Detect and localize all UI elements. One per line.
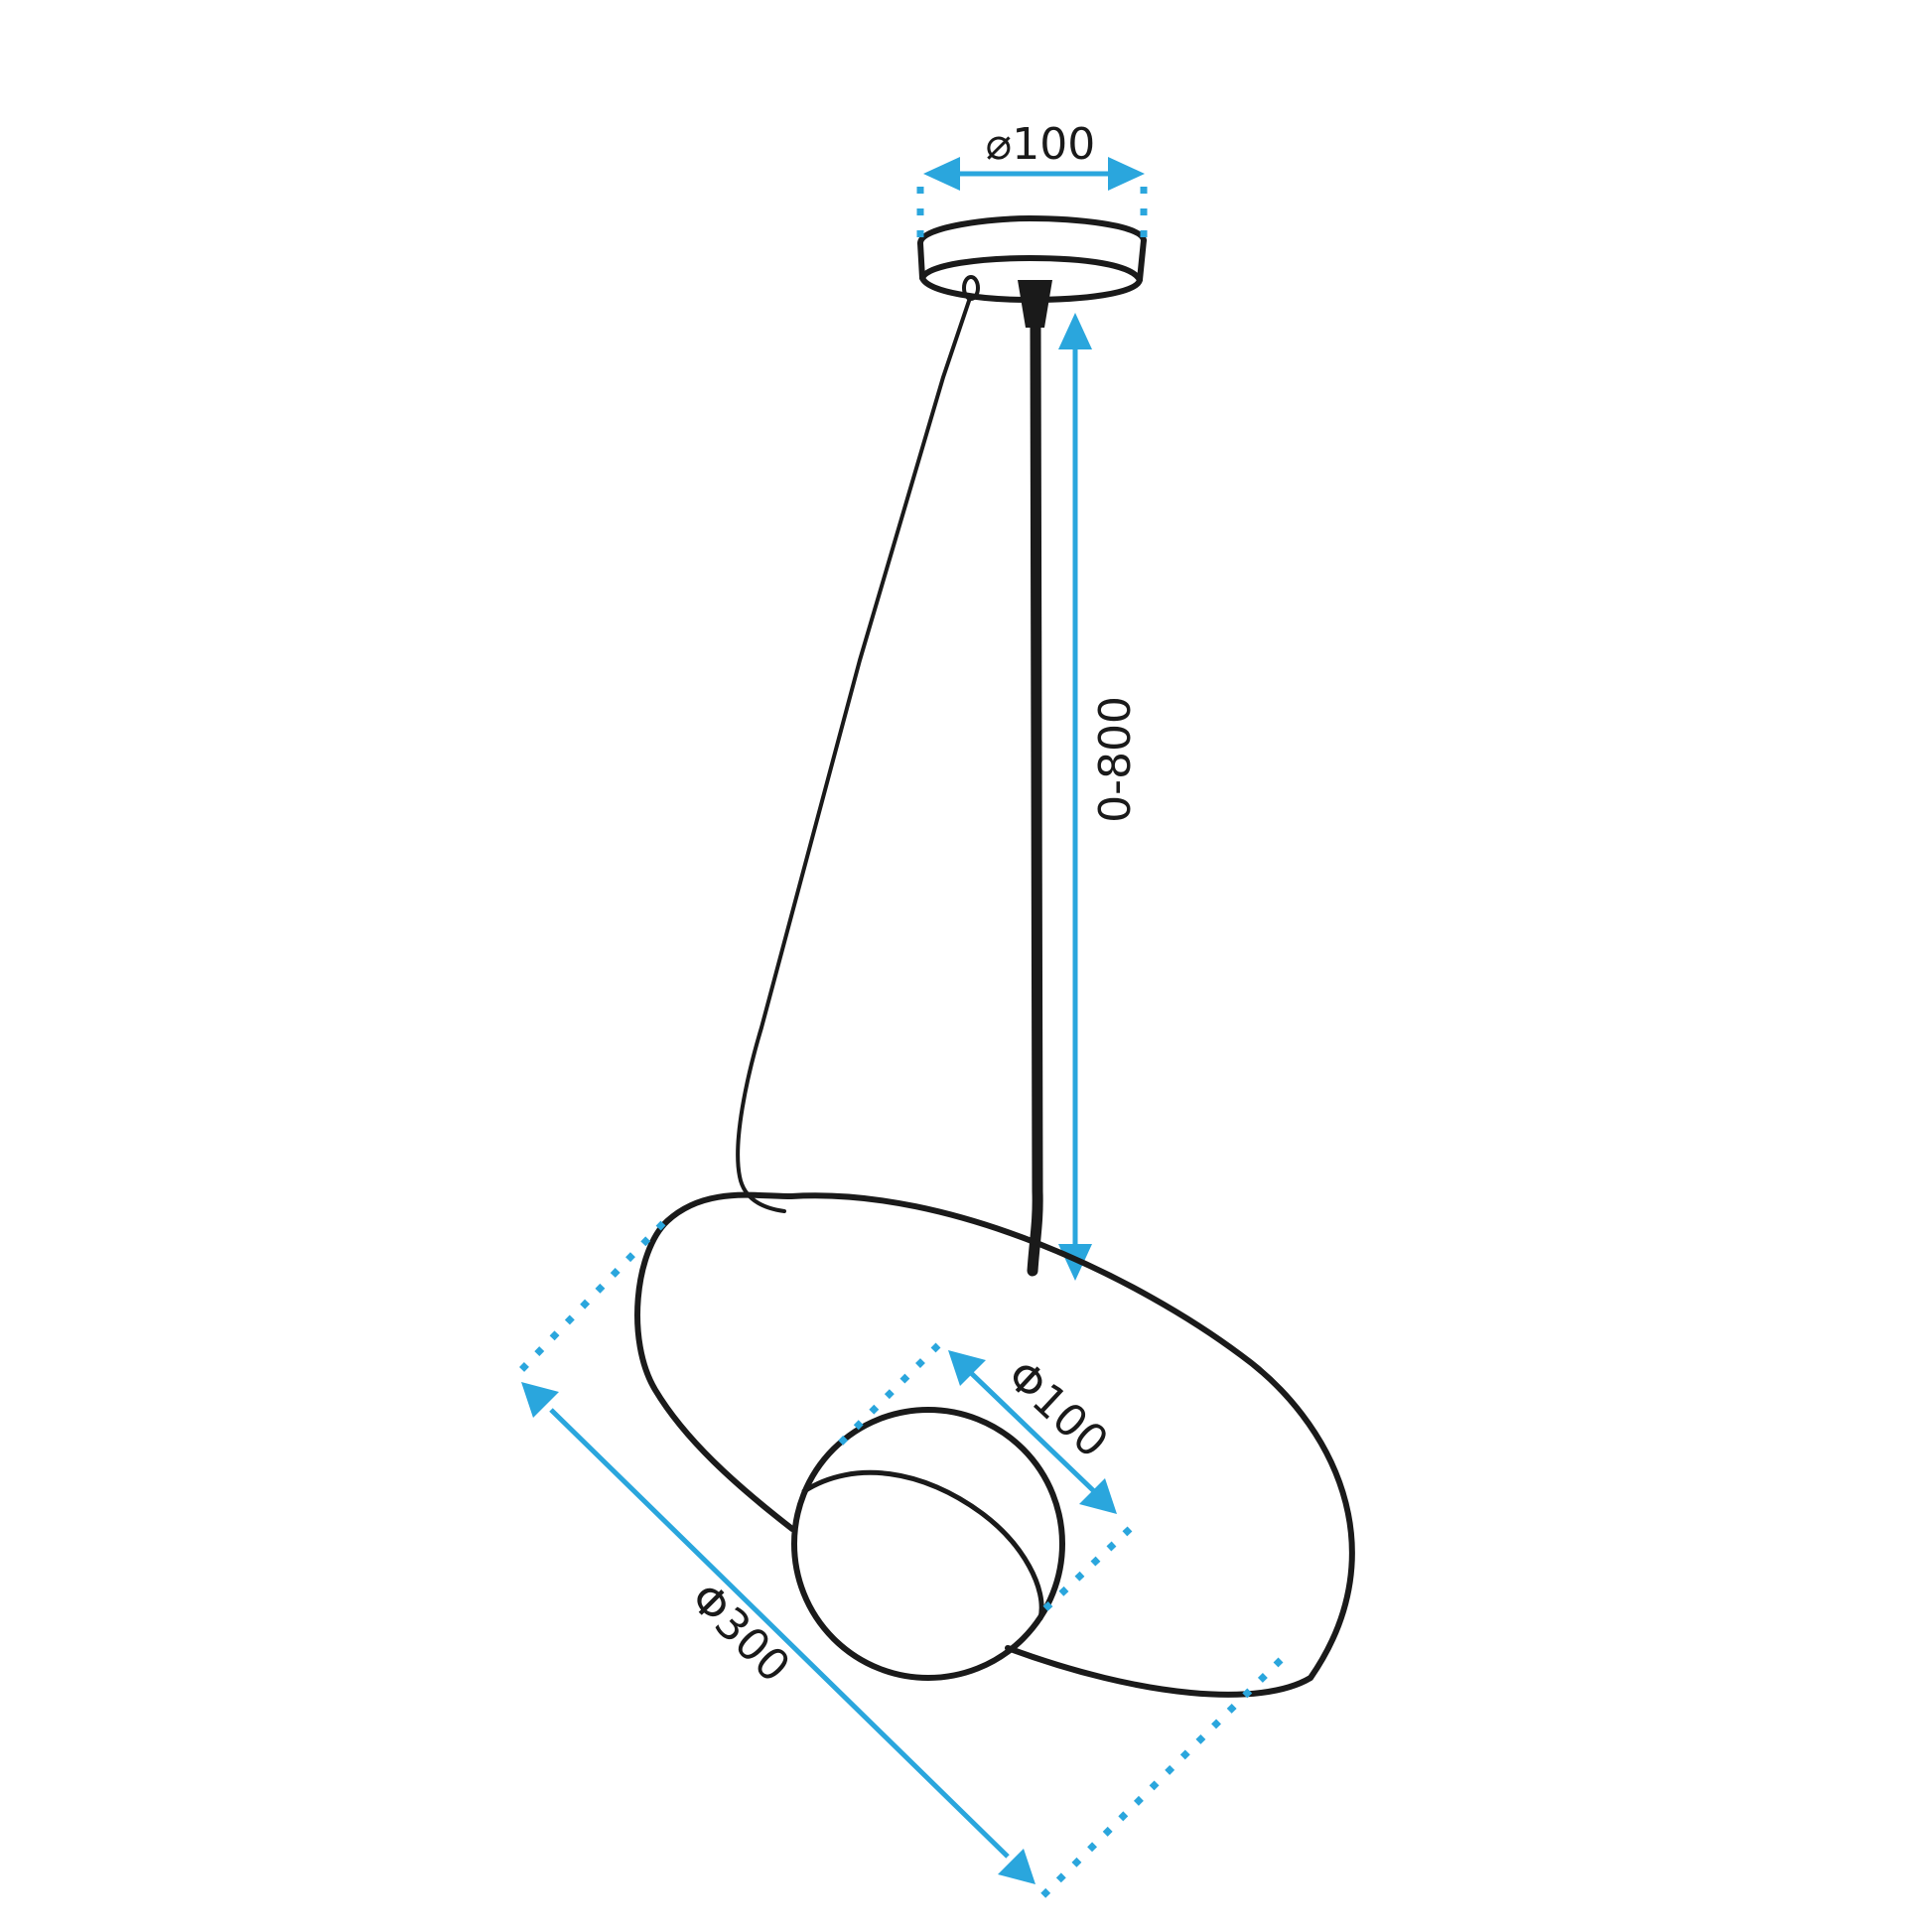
suspension-cable — [1027, 322, 1043, 1277]
canopy — [917, 215, 1147, 328]
cable-gland — [1018, 280, 1052, 328]
canopy-dimension: ⌀100 — [916, 119, 1148, 238]
globe-diameter-label: Φ100 — [997, 1350, 1118, 1467]
power-cord — [736, 296, 972, 1213]
cable-length-label: 0-800 — [1090, 696, 1141, 823]
disc-shade — [634, 1191, 1355, 1698]
globe-dimension: Φ100 — [831, 1342, 1133, 1616]
canopy-diameter-label: ⌀100 — [986, 119, 1095, 170]
cable-length-dimension: 0-800 — [1058, 313, 1141, 1281]
glass-globe — [791, 1407, 1065, 1681]
